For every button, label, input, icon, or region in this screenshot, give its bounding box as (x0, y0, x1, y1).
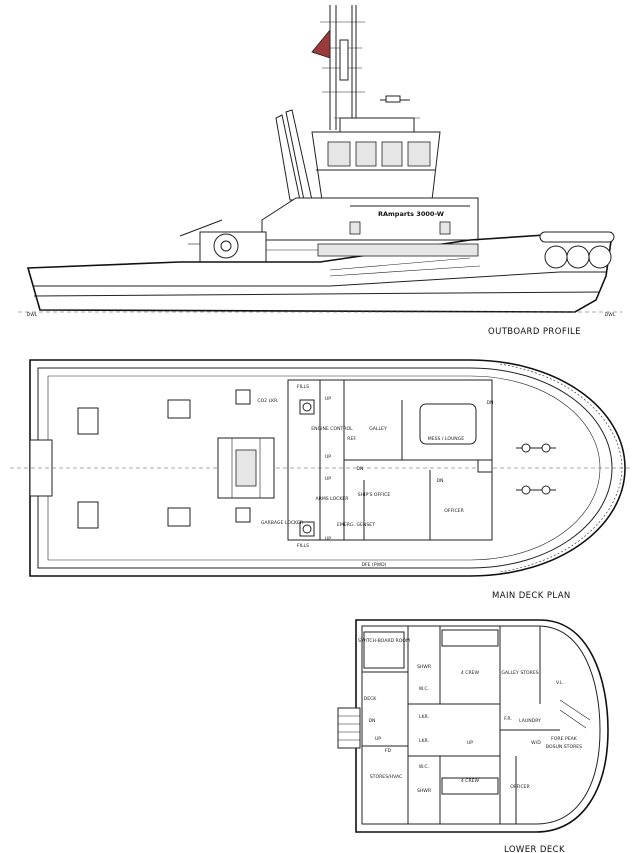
flag (311, 28, 331, 59)
mess-label: MESS / LOUNGE (428, 436, 465, 442)
dn-label: DN (369, 718, 376, 724)
up1-label: UP (325, 396, 331, 402)
officer-main-label: OFFICER (444, 508, 464, 514)
vl-label: V.L. (556, 680, 564, 686)
bulwark (37, 367, 613, 569)
wc-top-label: W.C. (419, 686, 429, 692)
fills-bottom-label: FILLS (297, 543, 309, 549)
ships-office-label: SHIP'S OFFICE (358, 492, 391, 498)
wheelhouse (311, 117, 441, 201)
dfe-label: DFE (PWD) (362, 562, 387, 568)
main-deck-plan: FILLS FILLS CO2 LKR. ENGINE CONTROL REF.… (10, 359, 632, 601)
deck-outline (29, 359, 626, 577)
shwr-bottom-label: SHWR (417, 788, 432, 794)
deck-label: DECK (364, 696, 378, 702)
up2-label: UP (325, 454, 331, 460)
galley-stores-label: GALLEY STORES (501, 670, 538, 676)
fr-label: F.R. (504, 716, 512, 722)
garbage-locker-label: GARBAGE LOCKER (261, 520, 304, 526)
fore-peak-label: FORE PEAK (551, 736, 578, 742)
bow-bitts (516, 443, 556, 495)
fd-label: FD (385, 748, 392, 754)
shwr-top-label: SHWR (417, 664, 432, 670)
main-deck-plan-title: MAIN DECK PLAN (492, 591, 571, 601)
towing-winch (179, 219, 267, 263)
hull (26, 233, 613, 313)
wd-label: W/D (531, 740, 541, 746)
superstructure (250, 197, 479, 262)
wc-bottom-label: W.C. (419, 764, 429, 770)
mast (320, 5, 410, 130)
emerg-gen-label: EMERG. GENSET (337, 522, 375, 528)
dwl-right-label: DWL (605, 312, 616, 318)
engine-control-label: ENGINE CONTROL (311, 426, 353, 432)
ref-label: REF. (347, 436, 356, 442)
hull-name-label: RAmparts 3000-W (378, 210, 444, 218)
bow-fenders (539, 231, 615, 269)
lower-deck-title: LOWER DECK (504, 845, 565, 853)
stores-hvac-label: STORES/HVAC (370, 774, 402, 780)
dn2-label: DN (437, 478, 444, 484)
mess-table (419, 403, 477, 445)
switchboard-label: SWITCH-BOARD ROOM (358, 638, 410, 644)
outboard-profile-title: OUTBOARD PROFILE (488, 327, 581, 337)
dn3-label: DN (487, 400, 494, 406)
laundry-label: LAUNDRY (519, 718, 541, 724)
officer-lower-label: OFFICER (510, 784, 530, 790)
up-label: UP (375, 736, 381, 742)
up4-label: UP (325, 536, 331, 542)
arms-locker-label: ARMS LOCKER (316, 496, 350, 502)
co2-label: CO2 LKR. (257, 398, 278, 404)
up3-label: UP (325, 476, 331, 482)
dn1-label: DN (357, 466, 364, 472)
up2-lower-label: UP (467, 740, 473, 746)
galley-label: GALLEY (369, 426, 387, 432)
crew-top-label: 4 CREW (461, 670, 480, 676)
crew-bottom-label: 4 CREW (461, 778, 480, 784)
exhaust-stack (275, 114, 301, 201)
outboard-profile: RAmparts 3000-W DWL DWL OUTBOAR (18, 5, 622, 337)
lower-deck: SWITCH-BOARD ROOM 4 CREW 4 CREW GALLEY S… (337, 619, 609, 853)
winch-plan (217, 437, 275, 499)
fills-top-label: FILLS (297, 384, 309, 390)
dwl-left-label: DWL (27, 312, 38, 318)
lkr2-label: LKR. (419, 738, 429, 744)
bosun-stores-label: BOSUN STORES (546, 744, 582, 750)
lkr-label: LKR. (419, 714, 429, 720)
stair (337, 707, 361, 749)
lower-deck-outline (355, 619, 609, 833)
